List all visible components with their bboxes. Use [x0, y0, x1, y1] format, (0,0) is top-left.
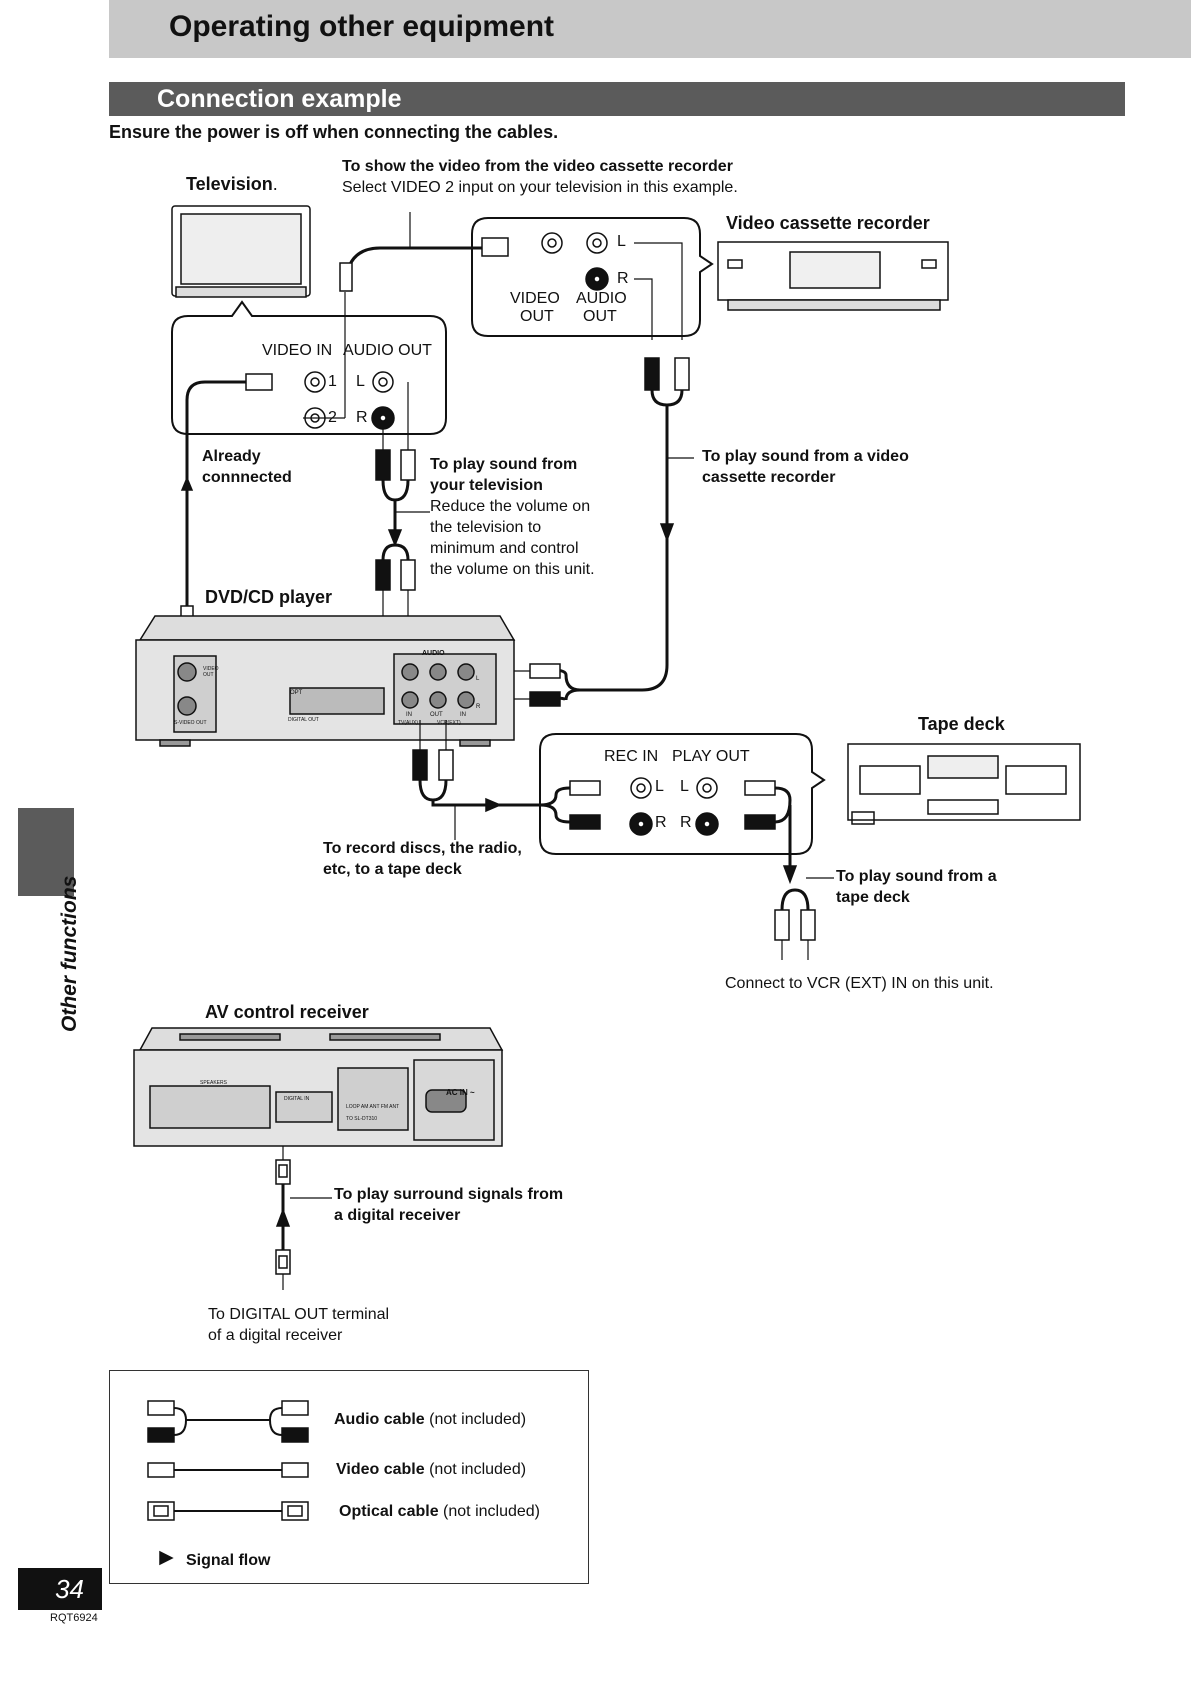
- dvd-in1-label: IN: [406, 712, 412, 718]
- tv-jack-R: R: [356, 409, 368, 426]
- dvd-label: DVD/CD player: [205, 587, 333, 607]
- tape-R1: R: [655, 814, 667, 831]
- dvd-R-label: R: [476, 704, 481, 710]
- legend-audio: Audio cable (not included): [334, 1411, 527, 1428]
- tv-sound-l4: the volume on this unit.: [430, 561, 595, 578]
- dvd-svideo-label: S-VIDEO OUT: [174, 720, 207, 726]
- vcr-sound-l1: To play sound from a video: [702, 448, 909, 465]
- legend-video: Video cable (not included): [336, 1461, 527, 1478]
- digital-out-l1: To DIGITAL OUT terminal: [208, 1306, 390, 1323]
- tv-sound-title2: your television: [430, 477, 543, 494]
- connect-vcr-note: Connect to VCR (EXT) IN on this unit.: [725, 975, 994, 992]
- tape-play-out-label: PLAY OUT: [672, 748, 750, 765]
- legend-box: Audio cable (not included) Video cable (…: [109, 1370, 589, 1584]
- legend-optical-cable-icon: [147, 1501, 309, 1521]
- tv-label: Television.: [186, 174, 278, 194]
- surround-l1: To play surround signals from: [334, 1186, 564, 1203]
- av-receiver-label: AV control receiver: [205, 1002, 369, 1022]
- tape-deck-icon: [847, 743, 1081, 825]
- tape-rec-in-label: REC IN: [604, 748, 659, 765]
- vcr-sound-l2: cassette recorder: [702, 469, 836, 486]
- dvd-vcr-label: VCR(EXT): [437, 720, 461, 726]
- tape-L1: L: [655, 778, 664, 795]
- television-icon: [171, 205, 311, 298]
- tv-sound-l3: minimum and control: [430, 540, 579, 557]
- legend-optical: Optical cable (not included): [339, 1503, 540, 1520]
- tape-L2: L: [680, 778, 689, 795]
- av-digital-in-label: DIGITAL IN: [284, 1096, 310, 1102]
- vcr-label: Video cassette recorder: [726, 213, 930, 233]
- vcr-jack-L: L: [617, 233, 626, 250]
- page-number: 34: [55, 1574, 84, 1604]
- tape-sound-l2: tape deck: [836, 889, 910, 906]
- dvd-tvaux-label: TV(AUX): [398, 720, 418, 726]
- tape-sound-l1: To play sound from a: [836, 868, 997, 885]
- legend-audio-cable-icon: [147, 1400, 309, 1443]
- vcr-audio-out-label: OUT: [583, 308, 617, 325]
- dvd-L-label: L: [476, 676, 480, 682]
- digital-out-l2: of a digital receiver: [208, 1327, 343, 1344]
- av-speakers-label: SPEAKERS: [200, 1080, 227, 1086]
- record-l2: etc, to a tape deck: [323, 861, 462, 878]
- surround-l2: a digital receiver: [334, 1207, 461, 1224]
- section-title: Connection example: [157, 85, 402, 113]
- record-l1: To record discs, the radio,: [323, 840, 522, 857]
- legend-signal-flow: Signal flow: [186, 1552, 271, 1569]
- vcr-note-title: To show the video from the video cassett…: [342, 158, 733, 175]
- dvd-in2-label: IN: [460, 712, 466, 718]
- doc-code: RQT6924: [50, 1612, 98, 1624]
- vcr-video-out-label: OUT: [520, 308, 554, 325]
- tv-jack-2: 2: [328, 409, 337, 426]
- vcr-audio-label: AUDIO: [576, 290, 627, 307]
- vcr-video-label: VIDEO: [510, 290, 560, 307]
- already-line2: connnected: [202, 469, 292, 486]
- vcr-jack-R: R: [617, 270, 629, 287]
- tv-video-in-label: VIDEO IN: [262, 342, 333, 359]
- page-header: Operating other equipment: [109, 0, 1191, 58]
- tape-R2: R: [680, 814, 692, 831]
- dvd-video-out-label: VIDEO OUT: [203, 666, 219, 678]
- page-title: Operating other equipment: [169, 10, 555, 43]
- tv-sound-l1: Reduce the volume on: [430, 498, 591, 515]
- sidebar-tab: [18, 808, 74, 896]
- page-number-box: 34: [18, 1568, 102, 1610]
- dvd-audio-label: AUDIO: [422, 650, 445, 657]
- tv-sound-title1: To play sound from: [430, 456, 578, 473]
- tape-deck-label: Tape deck: [918, 714, 1005, 734]
- tv-jack-1: 1: [328, 373, 337, 390]
- already-line1: Already: [202, 448, 261, 465]
- power-note: Ensure the power is off when connecting …: [109, 122, 559, 142]
- tv-jack-L: L: [356, 373, 365, 390]
- vcr-note-text: Select VIDEO 2 input on your television …: [342, 179, 738, 196]
- av-model-label: TO SL-DT310: [346, 1116, 378, 1122]
- section-header: Connection example: [109, 82, 1125, 116]
- tv-sound-l2: the television to: [430, 519, 542, 536]
- vcr-icon: [717, 241, 949, 311]
- dvd-opt-label: OPT: [290, 690, 303, 696]
- signal-flow-icon: [159, 1550, 174, 1566]
- av-antenna-label: LOOP AM ANT FM ANT: [346, 1104, 400, 1110]
- tv-audio-out-label: AUDIO OUT: [343, 342, 432, 359]
- av-receiver-icon: [133, 1027, 504, 1147]
- dvd-out-label: OUT: [430, 712, 443, 718]
- dvd-player-icon: [135, 615, 516, 747]
- sidebar-label: Other functions: [58, 875, 81, 1032]
- dvd-digital-label: DIGITAL OUT: [288, 717, 319, 723]
- legend-video-cable-icon: [147, 1462, 309, 1478]
- av-ac-in-label: AC IN ~: [446, 1088, 475, 1097]
